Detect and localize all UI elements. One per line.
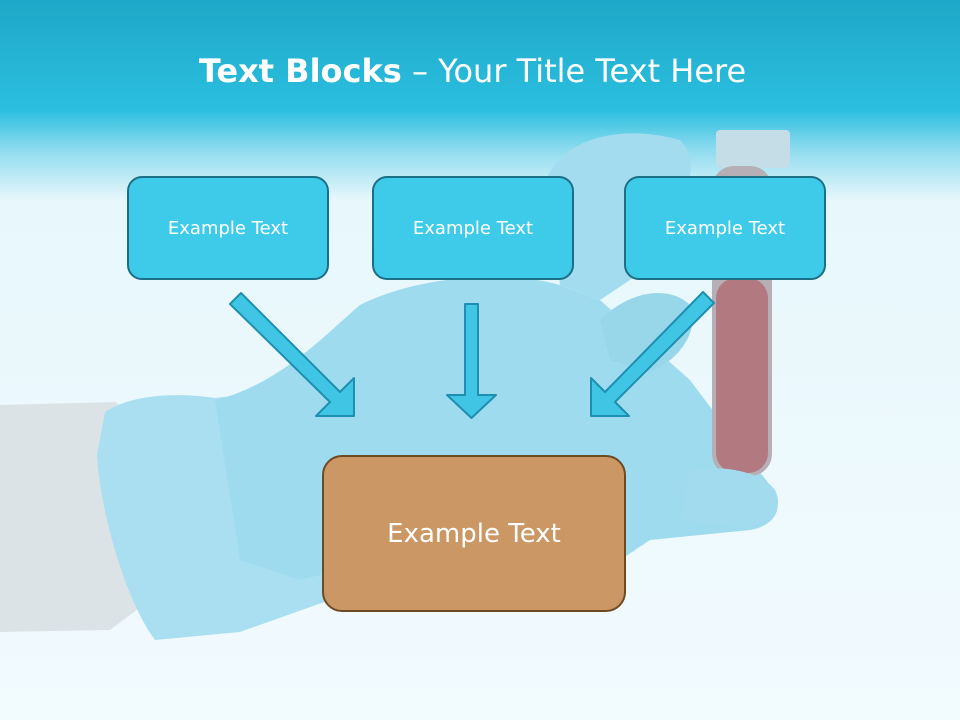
text-block-3-label: Example Text <box>664 217 786 239</box>
title-bold: Text Blocks <box>198 52 402 90</box>
text-block-2[interactable]: Example Text <box>372 176 574 280</box>
glove-finger-shape <box>548 133 691 300</box>
text-block-1-label: Example Text <box>167 217 289 239</box>
text-block-1[interactable]: Example Text <box>127 176 329 280</box>
slide-title: Text Blocks – Your Title Text Here <box>0 52 945 90</box>
arrow-center <box>446 303 497 419</box>
arrow-right <box>590 291 715 417</box>
glove-grip-shape <box>680 468 779 528</box>
title-rest: Your Title Text Here <box>438 52 747 90</box>
arrow-left <box>229 292 355 417</box>
text-block-main-label: Example Text <box>387 518 561 549</box>
tube-blood-shape <box>716 278 768 473</box>
text-block-3[interactable]: Example Text <box>624 176 826 280</box>
glove-thumb-shape <box>600 293 693 372</box>
tube-cap-shape <box>716 130 790 168</box>
title-dash: – <box>401 52 439 90</box>
text-block-2-label: Example Text <box>412 217 534 239</box>
text-block-main[interactable]: Example Text <box>322 455 626 612</box>
